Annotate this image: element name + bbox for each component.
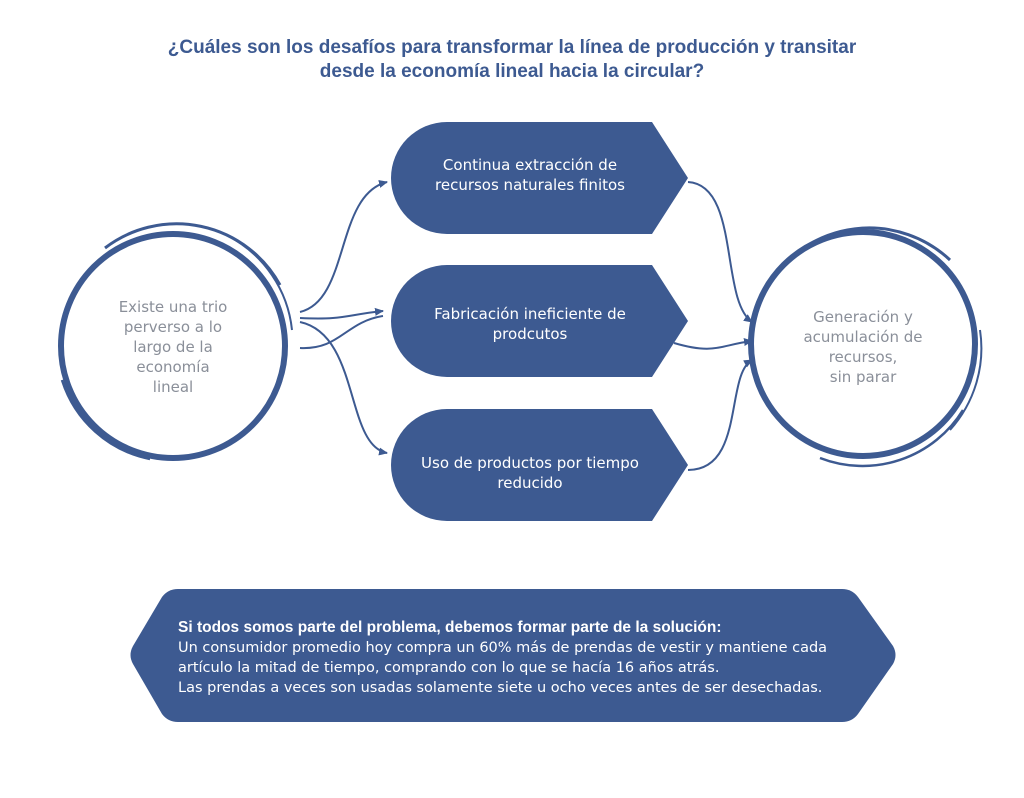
left-circle <box>58 222 293 461</box>
left-circle-line-2: perverso a lo <box>123 318 223 336</box>
left-circle-line-3: largo de la <box>133 338 213 356</box>
left-circle-line-1: Existe una trio <box>118 298 228 316</box>
arrow-to-fabrication-2 <box>299 315 384 350</box>
right-circle-line-4: sin parar <box>829 368 897 386</box>
left-circle-line-4: economía <box>136 358 210 376</box>
arrow-from-fabrication <box>673 338 753 350</box>
bottom-line-1: Un consumidor promedio hoy compra un 60%… <box>178 640 828 656</box>
box-usage <box>391 409 688 521</box>
box-extraction-line-2: recursos naturales finitos <box>435 176 625 194</box>
arrow-to-fabrication <box>299 307 384 320</box>
box-extraction-text: Continua extracción de recursos naturale… <box>400 155 660 195</box>
arrow-to-extraction <box>299 180 388 313</box>
box-extraction-line-1: Continua extracción de <box>442 156 618 174</box>
box-usage-text: Uso de productos por tiempo reducido <box>400 453 660 493</box>
arrow-from-extraction <box>687 181 753 323</box>
box-fabrication <box>391 265 688 377</box>
bottom-line-3: Las prendas a veces son usadas solamente… <box>178 680 823 696</box>
title-line-2: desde la economía lineal hacia la circul… <box>319 61 705 82</box>
box-fabrication-line-1: Fabricación ineficiente de <box>434 305 626 323</box>
arrow-from-usage <box>687 359 753 471</box>
box-fabrication-line-2: prodcutos <box>492 325 568 343</box>
box-usage-line-1: Uso de productos por tiempo <box>421 454 639 472</box>
right-circle-text: Generación y acumulación de recursos, si… <box>793 307 933 387</box>
bottom-heading: Si todos somos parte del problema, debem… <box>178 619 722 636</box>
bottom-banner <box>130 589 896 722</box>
bottom-line-2: artículo la mitad de tiempo, comprando c… <box>178 660 720 676</box>
box-fabrication-text: Fabricación ineficiente de prodcutos <box>400 304 660 344</box>
right-circle-line-3: recursos, <box>828 348 898 366</box>
right-circle-line-2: acumulación de <box>803 328 923 346</box>
title-line-1: ¿Cuáles son los desafíos para transforma… <box>167 37 857 58</box>
page-title: ¿Cuáles son los desafíos para transforma… <box>0 36 1024 84</box>
box-extraction <box>391 122 688 234</box>
left-circle-line-5: lineal <box>152 378 194 396</box>
right-circle-line-1: Generación y <box>813 308 913 326</box>
left-circle-text: Existe una trio perverso a lo largo de l… <box>108 297 238 397</box>
bottom-banner-text: Si todos somos parte del problema, debem… <box>178 618 878 698</box>
box-usage-line-2: reducido <box>497 474 563 492</box>
arrow-to-usage <box>299 321 388 456</box>
